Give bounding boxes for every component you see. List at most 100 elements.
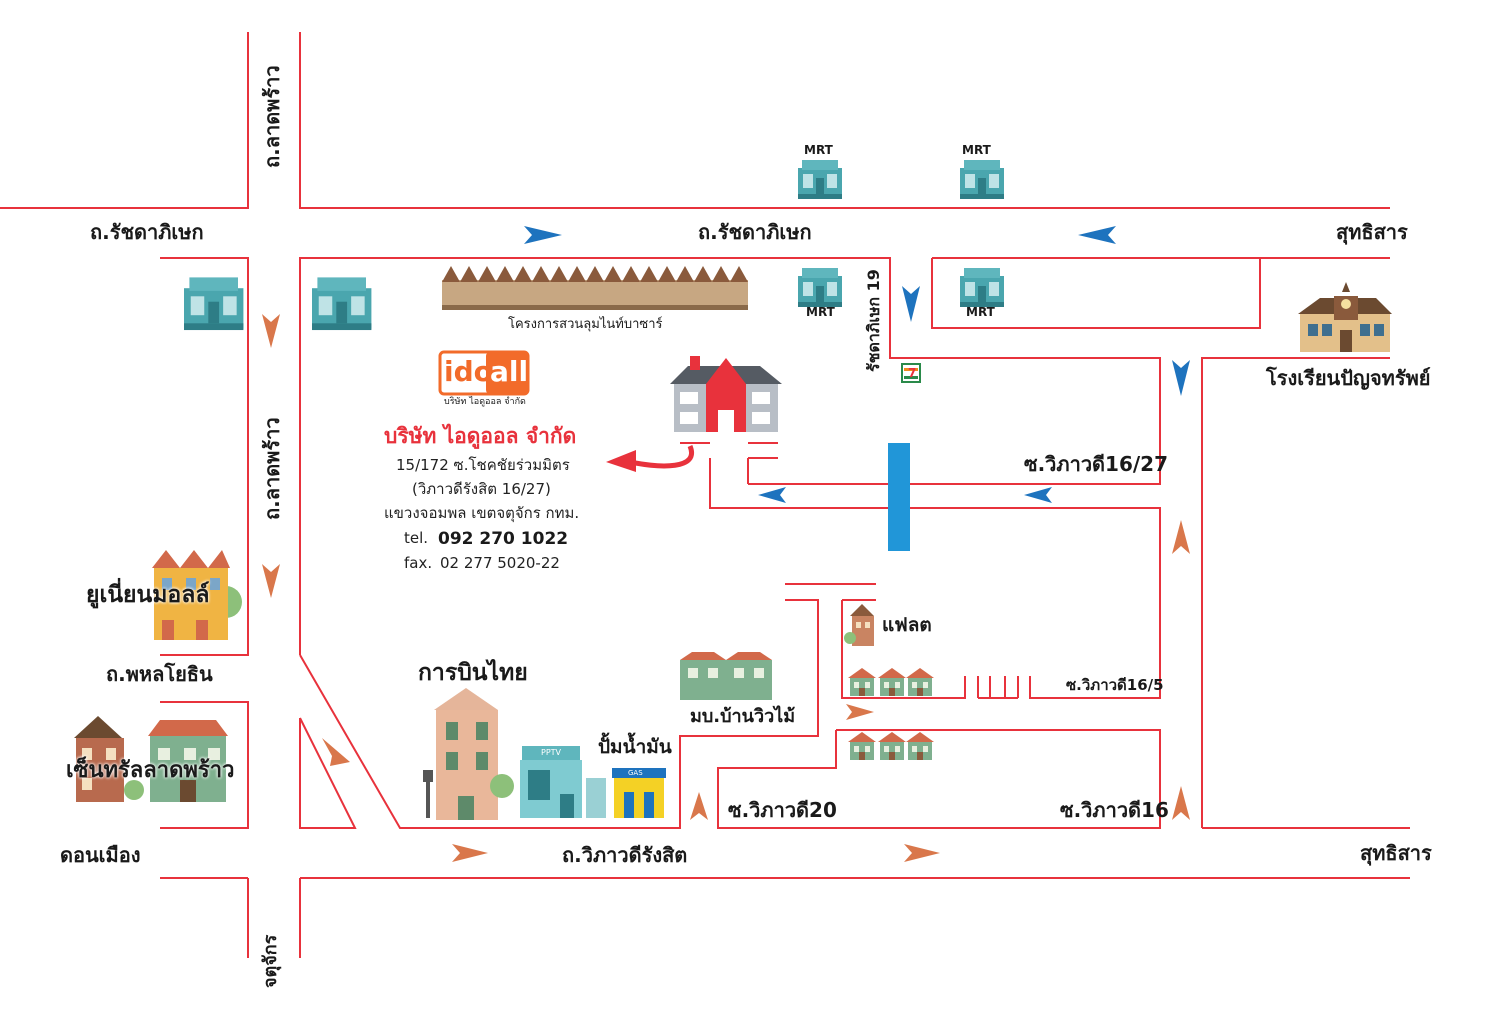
traffic-arrows	[262, 226, 1190, 862]
row-house-roof-icon	[496, 266, 514, 282]
small-house-icon	[906, 732, 934, 760]
lat-phrao-road-left-bottom	[160, 701, 249, 829]
gas-sign: GAS	[628, 769, 643, 777]
mrt-label: MRT	[806, 305, 835, 319]
mrt-station-large-icon	[184, 277, 244, 331]
row-house-roof-icon	[532, 266, 550, 282]
tel-label: tel.	[404, 529, 429, 547]
union-mall-icon	[152, 550, 242, 640]
block-rectangle	[931, 258, 1261, 329]
project-label: โครงการสวนลุมไนท์บาซาร์	[508, 317, 663, 332]
road-label-suthisan-bottom: สุทธิสาร	[1360, 841, 1432, 865]
gas-station-icon	[612, 768, 666, 818]
row-house-roof-icon	[712, 266, 730, 282]
small-house-icon	[878, 732, 906, 760]
company-building-icon	[670, 356, 782, 432]
row-house-roof-icon	[694, 266, 712, 282]
arrow-orange-up-2	[1172, 786, 1190, 820]
row-house-roof-icon	[478, 266, 496, 282]
row-house-roof-icon	[550, 266, 568, 282]
road-label-ratchada-center: ถ.รัชดาภิเษก	[698, 220, 812, 244]
road-label-vibhavadi: ถ.วิภาวดีรังสิต	[562, 843, 688, 867]
logo-subtitle: บริษัท ไอดูออล จำกัด	[444, 397, 526, 407]
mrt-station-icon	[960, 268, 1004, 307]
mrt-label: MRT	[804, 143, 833, 157]
company-address-line-1: 15/172 ซ.โชคชัยร่วมมิตร	[396, 456, 570, 474]
village-icon	[680, 652, 772, 700]
mrt-station-icon	[798, 160, 842, 199]
row-house-roof-icon	[442, 266, 460, 282]
arrow-orange-right-3	[846, 704, 874, 720]
row-house-roof-icon	[640, 266, 658, 282]
school-label: โรงเรียนปัญจทรัพย์	[1266, 366, 1431, 390]
seven-eleven-icon	[901, 363, 921, 383]
pptv-building-icon	[520, 746, 606, 818]
row-house-roof-icon	[568, 266, 586, 282]
row-houses-roof-icon	[442, 266, 748, 282]
arrow-blue-left	[1078, 226, 1116, 244]
row-house-roof-icon	[676, 266, 694, 282]
arrow-blue-down	[902, 286, 920, 322]
arrow-orange-up-3	[690, 792, 708, 820]
company-address-line-2: (วิภาวดีรังสิต 16/27)	[412, 480, 551, 498]
fax-number: 02 277 5020-22	[440, 554, 560, 572]
arrow-orange-down	[262, 314, 280, 348]
row-house-roof-icon	[586, 266, 604, 282]
row-house-roof-icon	[460, 266, 478, 282]
arrow-blue-left-2	[1024, 487, 1052, 503]
road-label-soi-16: ซ.วิภาวดี16	[1060, 798, 1169, 822]
road-label-suthisan-top: สุทธิสาร	[1336, 220, 1408, 244]
seven-eleven-sign: 7	[908, 366, 917, 380]
road-label-ratchada-19: รัชดาภิเษก 19	[864, 269, 883, 372]
lat-phrao-road-left-top	[0, 32, 249, 209]
road-label-ratchada-left: ถ.รัชดาภิเษก	[90, 220, 204, 244]
row-house-roof-icon	[604, 266, 622, 282]
arrow-blue-left-3	[758, 487, 786, 503]
flat-building-icon	[844, 604, 874, 646]
small-house-icon	[878, 668, 906, 696]
road-label-lat-phrao-top: ถ.ลาดพร้าว	[260, 65, 284, 168]
pptv-sign: PPTV	[541, 748, 562, 757]
small-house-icon	[848, 668, 876, 696]
tel-number[interactable]: 092 270 1022	[438, 529, 569, 549]
road-label-don-mueang: ดอนเมือง	[60, 843, 141, 867]
road-label-chatuchak: จตุจักร	[260, 934, 281, 988]
road-label-soi-16-5: ซ.วิภาวดี16/5	[1066, 676, 1164, 694]
fax-label: fax.	[404, 554, 433, 572]
company-address-line-3: แขวงจอมพล เขตจตุจักร กทม.	[384, 504, 580, 522]
mrt-label: MRT	[962, 143, 991, 157]
thai-airways-icon	[423, 688, 514, 820]
road-label-soi-20: ซ.วิภาวดี20	[728, 798, 837, 822]
road-label-soi-16-27: ซ.วิภาวดี16/27	[1024, 452, 1169, 476]
school-icon	[1298, 282, 1392, 352]
arrow-orange-diag	[322, 738, 350, 766]
central-label: เซ็นทรัลลาดพร้าว	[66, 758, 235, 783]
arrow-orange-right-2	[904, 844, 940, 862]
suthisan-road	[1201, 357, 1390, 828]
small-house-icon	[906, 668, 934, 696]
road-network	[0, 32, 1410, 958]
row-house-roof-icon	[658, 266, 676, 282]
mrt-station-icon	[960, 160, 1004, 199]
logo-all-text: all	[490, 355, 529, 388]
row-house-roof-icon	[514, 266, 532, 282]
mrt-label: MRT	[966, 305, 995, 319]
arrow-orange-down-2	[262, 564, 280, 598]
company-name: บริษัท ไอดูออล จำกัด	[384, 424, 577, 448]
road-label-phahonyothin: ถ.พหลโยธิน	[106, 662, 213, 686]
arrow-orange-right	[452, 844, 488, 862]
arrow-blue-down-2	[1172, 360, 1190, 396]
arrow-orange-up	[1172, 520, 1190, 554]
mrt-station-icon	[798, 268, 842, 307]
central-ladprao-icon	[74, 716, 228, 802]
logo-ido-text: ido	[444, 355, 493, 388]
row-houses-icon	[442, 280, 748, 310]
gas-station-label: ปั้มน้ำมัน	[598, 736, 672, 758]
thai-airways-label: การบินไทย	[418, 660, 528, 686]
ratchada-road-lower	[299, 257, 1161, 655]
company-logo	[438, 350, 530, 396]
small-house-icon	[848, 732, 876, 760]
mrt-station-large-icon	[312, 277, 372, 331]
company-pointer-arrow	[629, 445, 695, 469]
